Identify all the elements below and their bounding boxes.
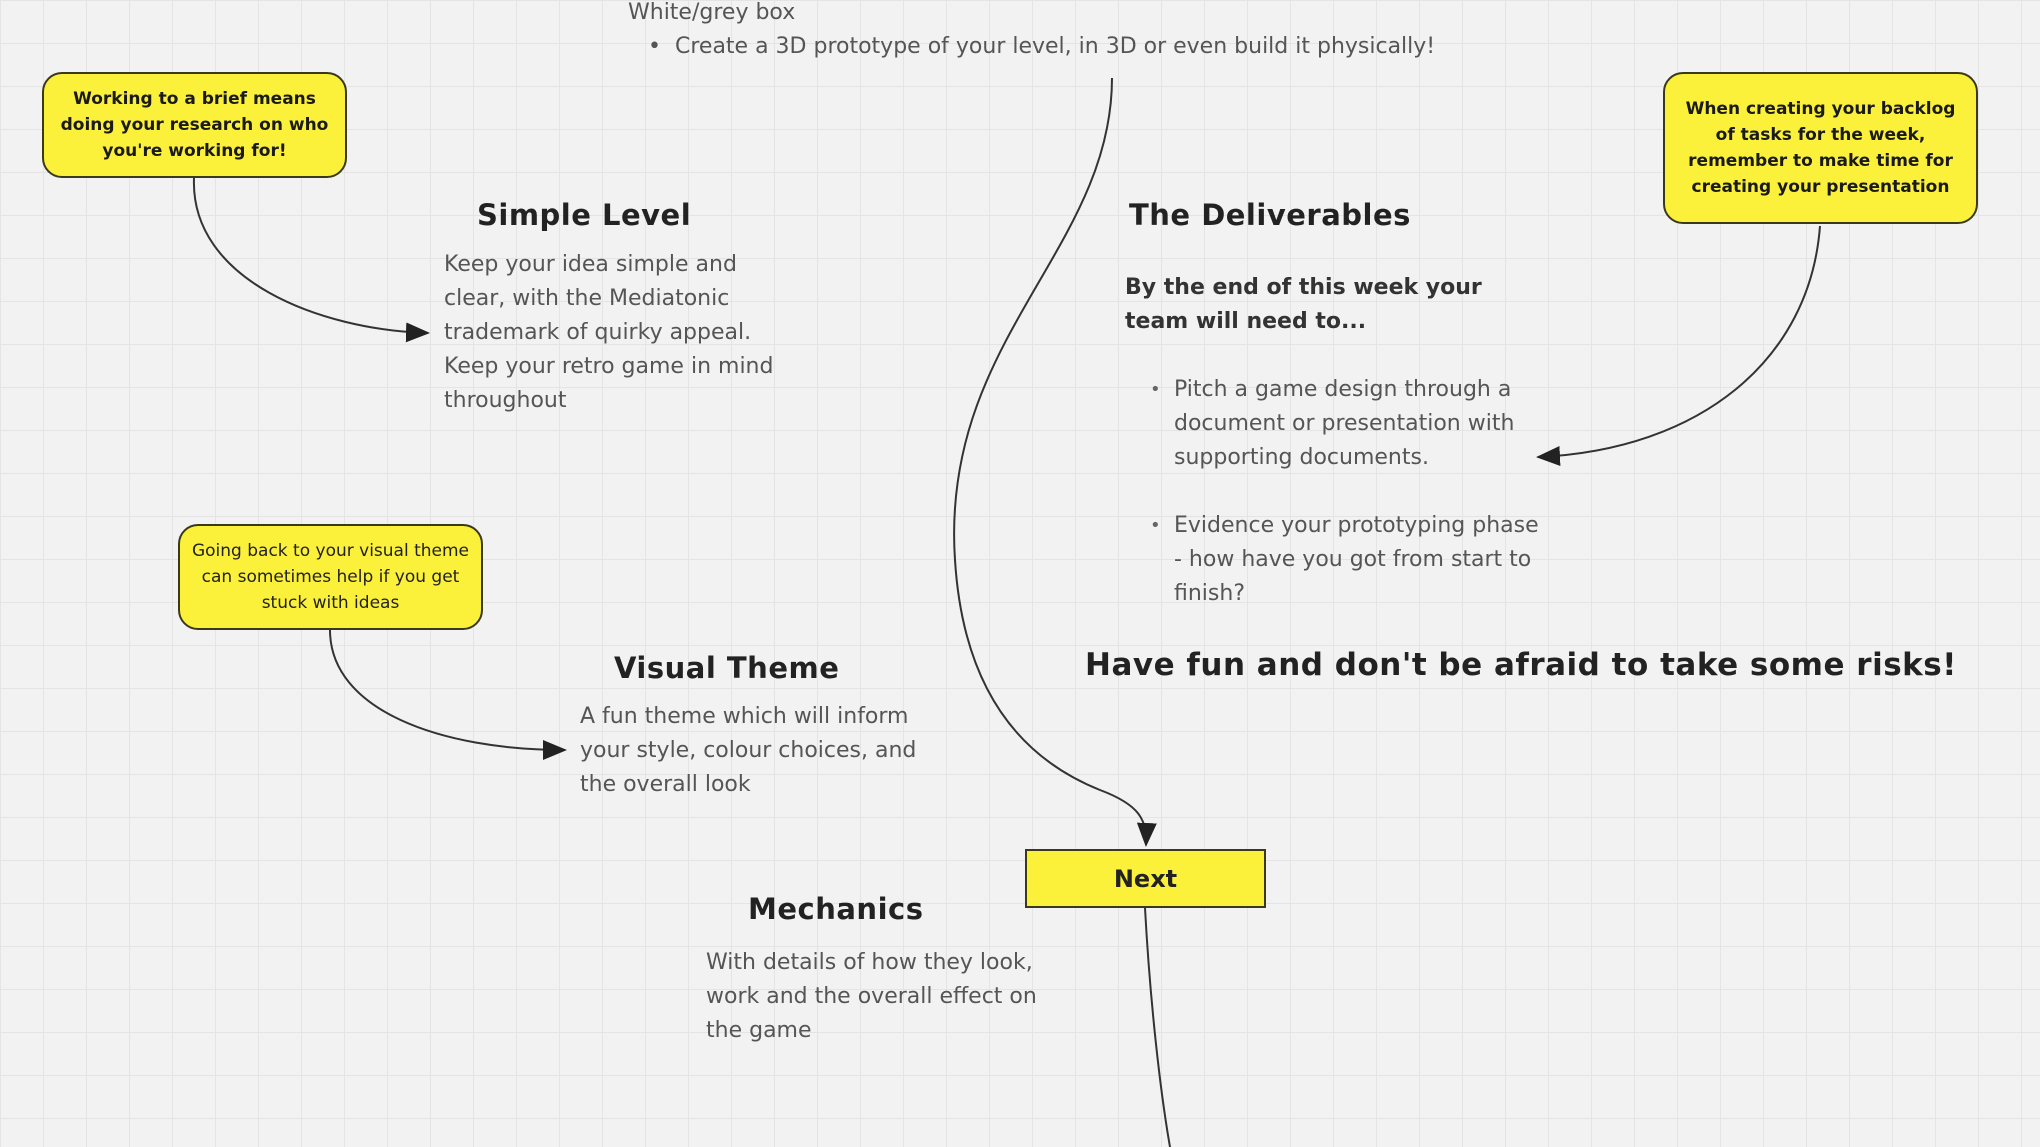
mechanics-title: Mechanics: [748, 892, 924, 926]
next-button[interactable]: Next: [1025, 849, 1266, 908]
simple-level-title: Simple Level: [477, 198, 692, 232]
whitebox-label: White/grey box: [628, 0, 796, 25]
visual-theme-body: A fun theme which will inform your style…: [580, 704, 917, 797]
deliverable-item: Pitch a game design through a document o…: [1150, 373, 1540, 475]
sticky-note-backlog-text: When creating your backlog of tasks for …: [1685, 99, 1956, 197]
simple-level-body: Keep your idea simple and clear, with th…: [444, 252, 774, 413]
deliverables-intro: By the end of this week your team will n…: [1125, 275, 1482, 334]
prototype-bullet: • Create a 3D prototype of your level, in…: [648, 30, 1435, 64]
tagline: Have fun and don't be afraid to take som…: [1085, 647, 1957, 683]
deliverables-title: The Deliverables: [1129, 198, 1411, 232]
sticky-note-brief-text: Working to a brief means doing your rese…: [60, 89, 329, 161]
mechanics-body: With details of how they look, work and …: [706, 950, 1037, 1043]
connector-top-to-next: [953, 77, 1157, 847]
bullet-dot: •: [648, 34, 661, 59]
connector-visual-tip-to-visual-theme: [329, 629, 567, 760]
deliverable-item: Evidence your prototyping phase - how ha…: [1150, 509, 1540, 611]
connector-backlog-to-deliverables: [1536, 225, 1821, 467]
sticky-note-brief[interactable]: Working to a brief means doing your rese…: [42, 72, 347, 178]
connector-next-to-below: [1144, 907, 1171, 1147]
prototype-bullet-text: Create a 3D prototype of your level, in …: [674, 34, 1436, 59]
sticky-note-backlog[interactable]: When creating your backlog of tasks for …: [1663, 72, 1978, 224]
sticky-note-visual-tip[interactable]: Going back to your visual theme can some…: [178, 524, 483, 630]
connector-brief-to-simple-level: [192, 177, 430, 343]
sticky-note-visual-tip-text: Going back to your visual theme can some…: [191, 541, 470, 613]
deliverables-list: Pitch a game design through a document o…: [1150, 373, 1540, 645]
visual-theme-title: Visual Theme: [614, 651, 840, 685]
